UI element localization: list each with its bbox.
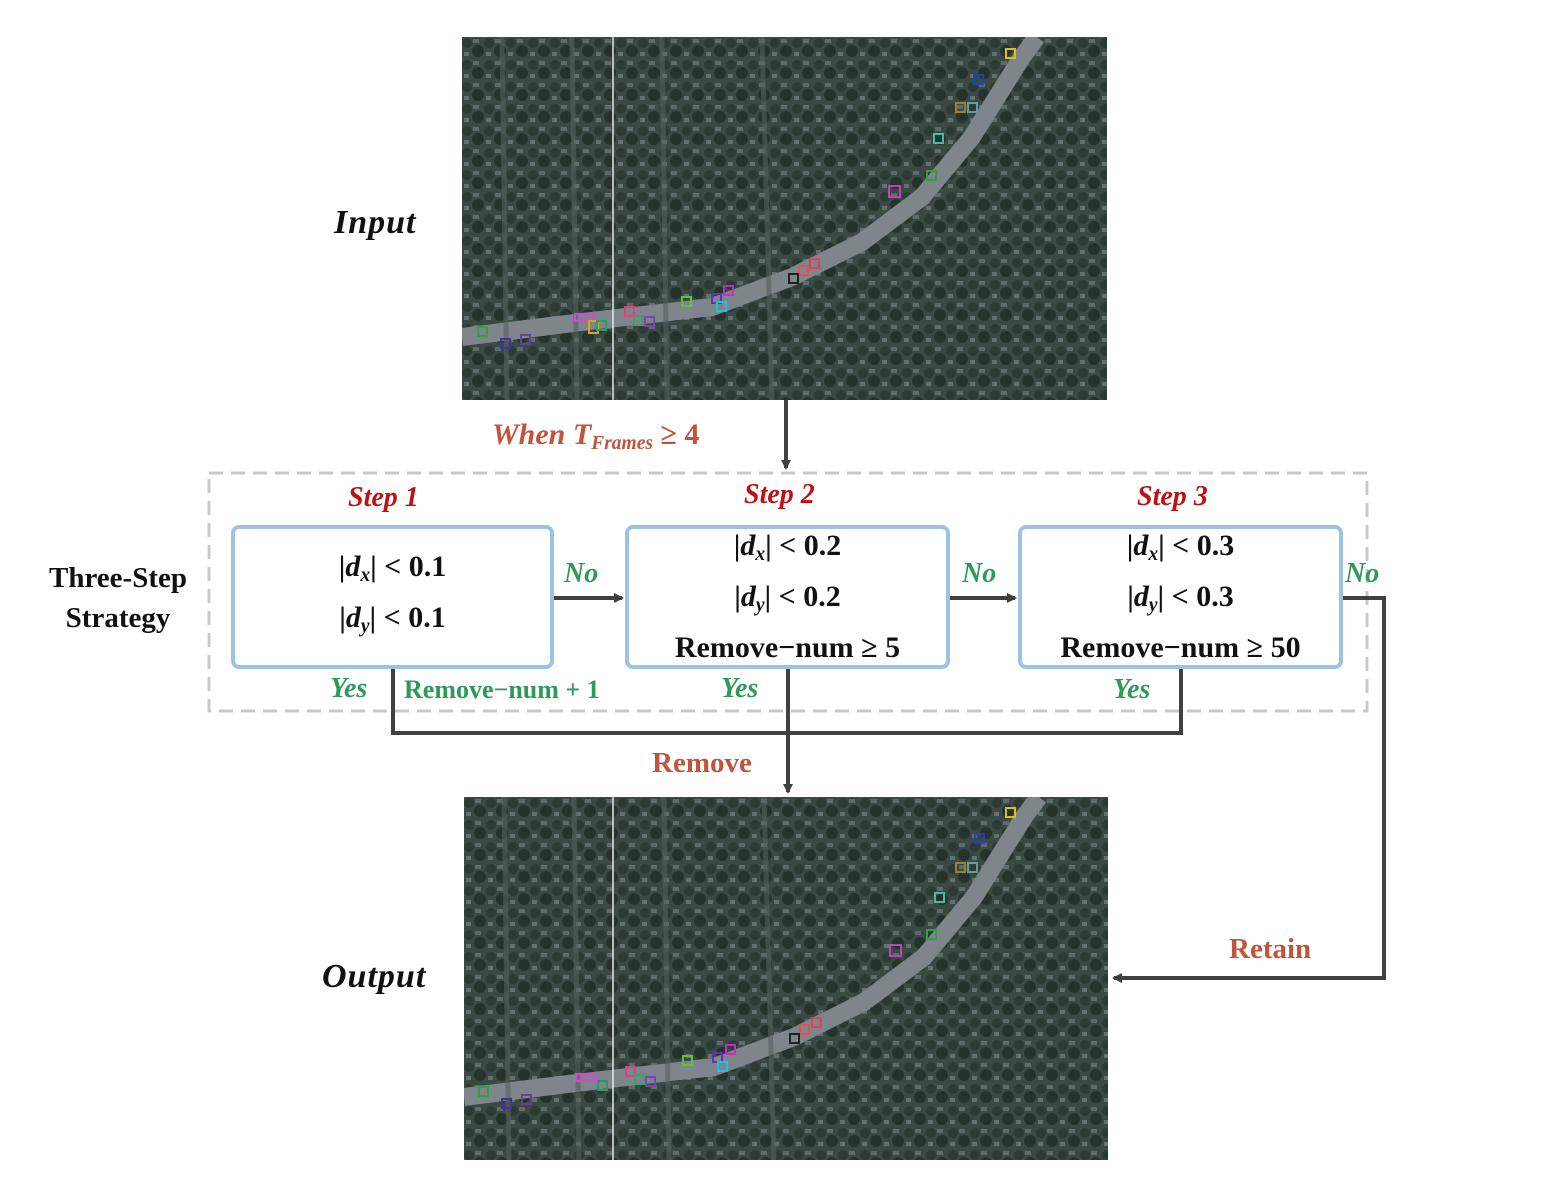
condition-var: TFrames	[572, 418, 653, 454]
output-image	[464, 797, 1108, 1160]
step1-yes: Yes	[330, 673, 368, 704]
step1-box: |dx| < 0.1 |dy| < 0.1	[231, 525, 554, 669]
step1-dy: |dy| < 0.1	[339, 601, 446, 637]
remove-num-increment: Remove−num + 1	[404, 675, 600, 704]
step2-title: Step 2	[744, 479, 815, 510]
condition-rel: ≥ 4	[660, 418, 700, 451]
retain-label: Retain	[1229, 933, 1312, 965]
condition-sub: Frames	[591, 432, 653, 454]
step2-no: No	[962, 558, 997, 589]
strategy-line2: Strategy	[65, 602, 171, 634]
input-image	[462, 37, 1107, 400]
strategy-frame	[207, 471, 1369, 713]
retain-arrow	[1112, 596, 1386, 983]
step2-dx: |dx| < 0.2	[733, 529, 842, 565]
input-label: Input	[334, 204, 417, 241]
condition-label: When TFrames ≥ 4	[492, 418, 699, 455]
strategy-label: Three-Step Strategy	[30, 558, 206, 638]
step3-title: Step 3	[1137, 481, 1208, 512]
step2-box: |dx| < 0.2 |dy| < 0.2 Remove−num ≥ 5	[625, 525, 950, 669]
condition-prefix: When	[492, 418, 566, 451]
step3-no: No	[1345, 558, 1380, 589]
strategy-line1: Three-Step	[48, 562, 187, 594]
step1-dx: |dx| < 0.1	[338, 550, 447, 586]
step2-extra: Remove−num ≥ 5	[674, 630, 901, 664]
step3-yes: Yes	[1113, 674, 1151, 705]
step3-box: |dx| < 0.3 |dy| < 0.3 Remove−num ≥ 50	[1018, 525, 1343, 669]
step2-dy: |dy| < 0.2	[734, 580, 841, 616]
step3-extra: Remove−num ≥ 50	[1060, 630, 1301, 664]
step1-no: No	[564, 558, 599, 589]
step2-yes: Yes	[721, 673, 759, 704]
step3-dy: |dy| < 0.3	[1127, 580, 1234, 616]
step1-title: Step 1	[348, 482, 419, 513]
step3-dx: |dx| < 0.3	[1126, 529, 1235, 565]
remove-label: Remove	[652, 747, 752, 779]
output-label: Output	[322, 958, 427, 995]
